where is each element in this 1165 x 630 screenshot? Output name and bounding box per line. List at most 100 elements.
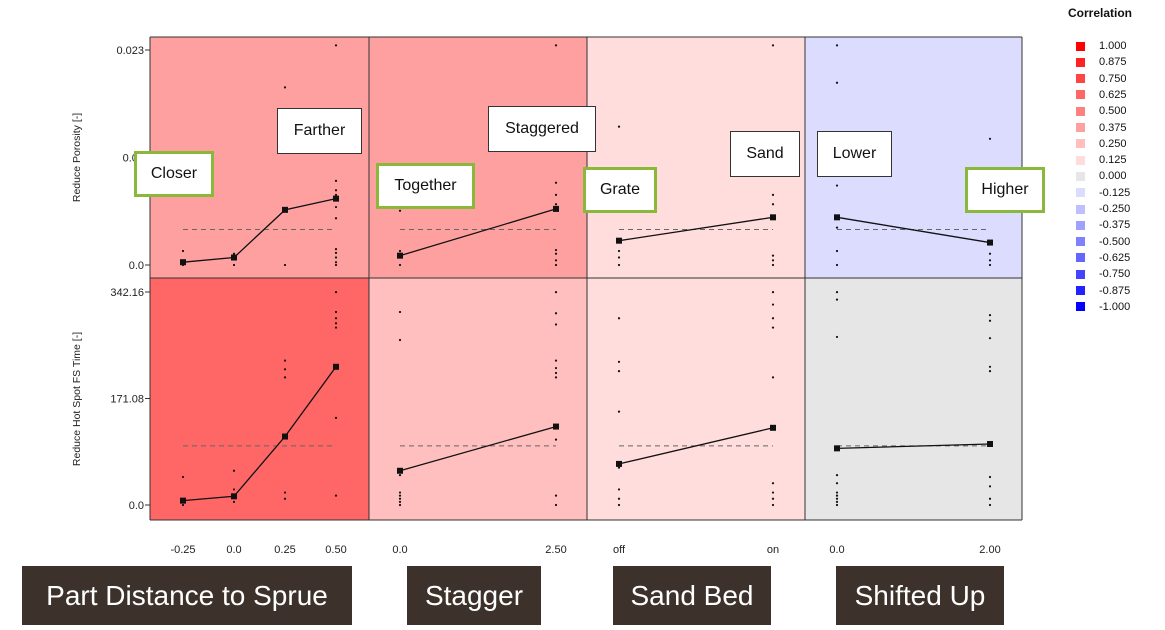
data-dot [771, 482, 775, 485]
legend-label: -0.875 [1099, 284, 1131, 297]
data-dot [232, 469, 236, 472]
data-dot [554, 323, 558, 326]
effect-line [836, 216, 991, 244]
data-dot [398, 500, 402, 503]
effect-point [770, 424, 776, 431]
data-dot [988, 314, 992, 317]
data-dot [334, 193, 338, 196]
data-dot [617, 410, 621, 413]
data-dot [835, 482, 839, 485]
data-dot [334, 44, 338, 47]
callout-farther: Farther [277, 108, 362, 154]
y-axis-label: Reduce Hot Spot FS Time [-] [71, 332, 83, 466]
data-dot [334, 205, 338, 209]
data-dot [232, 263, 236, 267]
data-dot [554, 181, 558, 184]
data-dot [334, 494, 338, 497]
effect-point [834, 214, 840, 221]
effect-point [231, 254, 237, 261]
cell-bg-r1-c2 [587, 278, 805, 520]
x-tick-label: -0.25 [170, 544, 195, 556]
data-dot [554, 44, 558, 47]
data-dot [181, 503, 185, 507]
effect-point [770, 214, 776, 221]
data-dot [181, 249, 185, 253]
effect-line [182, 197, 337, 263]
data-dot [988, 263, 992, 267]
data-dot [398, 503, 402, 507]
data-dot [617, 370, 621, 373]
y-tick-label: 0.023 [116, 45, 144, 57]
data-dot [554, 263, 558, 267]
factor-label-stagger: Stagger [407, 566, 541, 625]
legend-swatch [1076, 171, 1085, 181]
data-dot [988, 503, 992, 507]
data-dot [835, 474, 839, 477]
legend-entry: 0.250 [1076, 136, 1127, 152]
data-dot [771, 193, 775, 196]
effect-point [397, 252, 403, 259]
data-dot [617, 256, 621, 259]
effect-point [987, 239, 993, 246]
data-dot [554, 438, 558, 441]
legend-swatch [1076, 302, 1085, 312]
data-dot [771, 503, 775, 507]
effect-point [231, 493, 237, 500]
legend-label: -0.750 [1099, 268, 1131, 281]
data-dot [988, 252, 992, 255]
data-dot [334, 217, 338, 220]
callout-staggered: Staggered [488, 106, 596, 152]
effect-point [987, 440, 993, 447]
effect-line [618, 427, 774, 465]
legend-label: 1.000 [1099, 40, 1127, 52]
effect-line [399, 425, 557, 472]
data-dot [334, 317, 338, 320]
legend-label: 0.500 [1099, 105, 1127, 118]
data-dot [232, 500, 236, 503]
data-dot [398, 310, 402, 314]
data-dot [398, 209, 402, 212]
effect-line [618, 216, 774, 242]
data-dot [232, 252, 236, 255]
data-dot [334, 179, 338, 182]
x-tick-label: 0.0 [392, 544, 407, 556]
data-dot [554, 259, 558, 262]
legend-label: -0.250 [1099, 203, 1131, 215]
data-dot [283, 263, 287, 267]
data-dot [334, 326, 338, 329]
legend-entry: -0.125 [1076, 185, 1130, 201]
legend-label: 0.750 [1099, 72, 1127, 85]
data-dot [835, 491, 839, 494]
effect-point [553, 423, 559, 430]
callout-closer: Closer [134, 151, 214, 197]
x-tick-label: 0.50 [325, 544, 346, 556]
data-dot [771, 303, 775, 306]
effect-line [836, 443, 991, 450]
data-dot [554, 359, 558, 362]
legend-swatch [1076, 90, 1085, 100]
data-dot [771, 259, 775, 262]
data-dot [554, 494, 558, 497]
data-dot [554, 248, 558, 252]
data-dot [771, 254, 775, 257]
data-dot [398, 497, 402, 500]
effect-point [834, 445, 840, 452]
legend-entry: 0.125 [1076, 152, 1127, 168]
data-dot [554, 193, 558, 196]
data-dot [617, 497, 621, 500]
y-tick-label: 0.0 [129, 260, 144, 272]
y-axis-label: Reduce Porosity [-] [71, 113, 83, 202]
legend-swatch [1076, 253, 1085, 263]
data-dot [398, 249, 402, 253]
data-dot [232, 488, 236, 491]
data-dot [181, 475, 185, 479]
effect-point [282, 433, 288, 440]
data-dot [398, 491, 402, 494]
cell-bg-r1-c0 [150, 278, 369, 520]
data-dot [835, 263, 839, 267]
data-dot [283, 376, 287, 379]
data-dot [771, 317, 775, 320]
data-dot [617, 488, 621, 491]
data-dot [283, 491, 287, 494]
